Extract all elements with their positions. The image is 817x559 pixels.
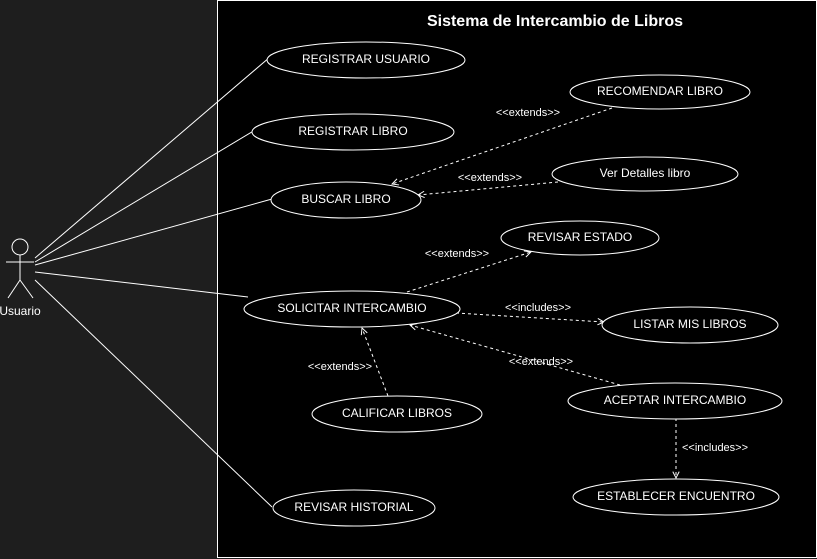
use-case-establecer-encuentro[interactable]: ESTABLECER ENCUENTRO bbox=[572, 478, 780, 516]
dep-listar-includes bbox=[455, 312, 604, 322]
use-case-ver-detalles[interactable]: Ver Detalles libro bbox=[551, 156, 739, 192]
dep-recomendar-extends bbox=[392, 107, 613, 184]
use-case-aceptar-intercambio[interactable]: ACEPTAR INTERCAMBIO bbox=[567, 382, 783, 420]
use-case-listar-mis-libros[interactable]: LISTAR MIS LIBROS bbox=[601, 306, 779, 344]
svg-text:ESTABLECER ENCUENTRO: ESTABLECER ENCUENTRO bbox=[597, 489, 755, 503]
use-case-revisar-estado[interactable]: REVISAR ESTADO bbox=[500, 220, 660, 256]
actor-leg-left bbox=[7, 279, 21, 299]
use-case-registrar-libro[interactable]: REGISTRAR LIBRO bbox=[251, 113, 455, 151]
svg-text:RECOMENDAR LIBRO: RECOMENDAR LIBRO bbox=[597, 84, 723, 98]
use-case-recomendar-libro[interactable]: RECOMENDAR LIBRO bbox=[569, 74, 751, 110]
svg-text:REVISAR ESTADO: REVISAR ESTADO bbox=[528, 230, 632, 244]
svg-text:Ver Detalles libro: Ver Detalles libro bbox=[600, 166, 691, 180]
dep-calificar-extends bbox=[362, 328, 389, 397]
dep-recomendar-label: <<extends>> bbox=[496, 107, 560, 119]
svg-text:REVISAR HISTORIAL: REVISAR HISTORIAL bbox=[294, 500, 413, 514]
dep-revisar-estado-extends bbox=[406, 252, 531, 293]
use-case-buscar-libro[interactable]: BUSCAR LIBRO bbox=[270, 181, 422, 219]
use-case-solicitar-intercambio[interactable]: SOLICITAR INTERCAMBIO bbox=[243, 290, 461, 328]
actor-head bbox=[11, 238, 29, 256]
svg-text:CALIFICAR LIBROS: CALIFICAR LIBROS bbox=[342, 406, 452, 420]
assoc-buscar-libro bbox=[34, 198, 273, 266]
dep-ver-detalles-label: <<extends>> bbox=[458, 172, 522, 184]
svg-text:ACEPTAR INTERCAMBIO: ACEPTAR INTERCAMBIO bbox=[604, 393, 746, 407]
dep-establecer-label: <<includes>> bbox=[682, 442, 748, 454]
assoc-revisar-historial bbox=[34, 279, 273, 508]
svg-text:LISTAR MIS LIBROS: LISTAR MIS LIBROS bbox=[633, 317, 746, 331]
svg-text:BUSCAR LIBRO: BUSCAR LIBRO bbox=[301, 192, 390, 206]
dep-aceptar-label: <<extends>> bbox=[509, 356, 573, 368]
svg-text:REGISTRAR LIBRO: REGISTRAR LIBRO bbox=[298, 124, 407, 138]
use-case-registrar-usuario[interactable]: REGISTRAR USUARIO bbox=[266, 41, 466, 79]
dep-revisar-estado-label: <<extends>> bbox=[425, 248, 489, 260]
dep-aceptar-extends bbox=[410, 325, 621, 386]
use-case-calificar-libros[interactable]: CALIFICAR LIBROS bbox=[311, 395, 483, 433]
system-title: Sistema de Intercambio de Libros bbox=[427, 13, 683, 30]
svg-text:REGISTRAR USUARIO: REGISTRAR USUARIO bbox=[302, 52, 430, 66]
dep-calificar-label: <<extends>> bbox=[308, 361, 372, 373]
actor-usuario[interactable]: Usuario bbox=[0, 238, 41, 318]
actor-label: Usuario bbox=[0, 304, 41, 318]
assoc-solicitar-intercambio bbox=[34, 271, 249, 298]
assoc-registrar-usuario bbox=[34, 56, 271, 259]
assoc-registrar-libro bbox=[34, 129, 256, 263]
dep-listar-label: <<includes>> bbox=[505, 302, 571, 314]
actor-leg-right bbox=[19, 279, 34, 299]
svg-text:SOLICITAR INTERCAMBIO: SOLICITAR INTERCAMBIO bbox=[277, 301, 426, 315]
use-case-revisar-historial[interactable]: REVISAR HISTORIAL bbox=[272, 489, 436, 527]
